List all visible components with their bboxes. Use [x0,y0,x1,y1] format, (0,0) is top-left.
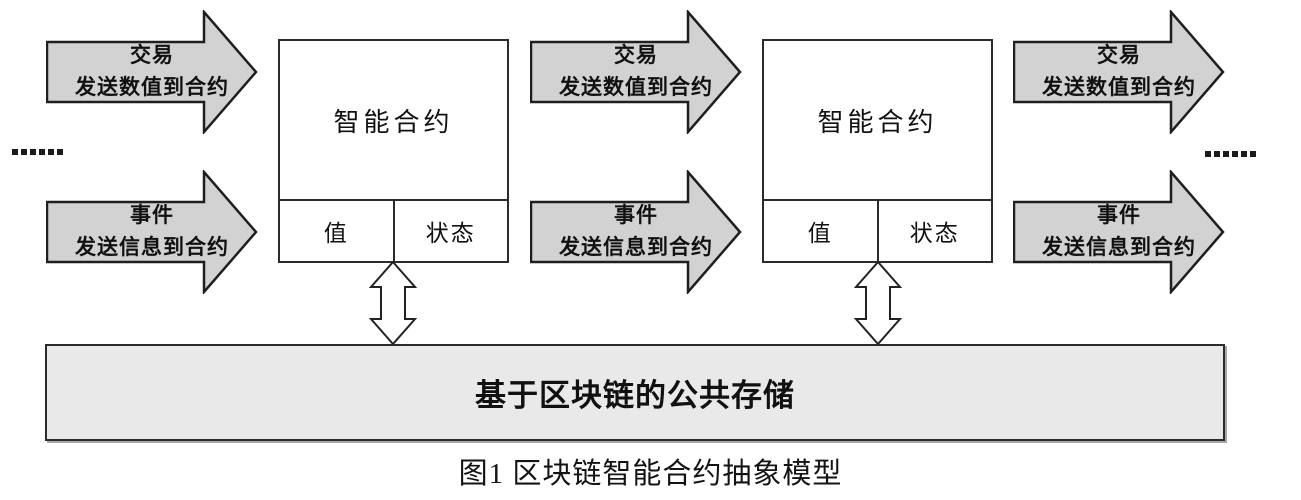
ellipsis-right [1205,151,1256,157]
transaction-arrow-3: 交易 发送数值到合约 [1013,10,1225,134]
arrow-line2: 发送数值到合约 [75,76,229,99]
right-arrow-icon [1013,10,1225,134]
ellipsis-left [12,149,63,155]
storage-connector-1 [368,260,418,346]
dot [30,149,36,155]
smart-contract-title: 智能合约 [817,106,938,137]
transaction-arrow-label: 交易 发送数值到合约 [1013,10,1225,134]
smart-contract-box-1: 智能合约 值 状态 [278,39,509,263]
arrow-line2: 发送信息到合约 [559,236,713,259]
arrow-line2: 发送数值到合约 [1042,76,1196,99]
smart-contract-cells: 值 状态 [280,199,507,261]
event-arrow-label: 事件 发送信息到合约 [530,170,742,294]
event-arrow-3: 事件 发送信息到合约 [1013,170,1225,294]
dot [1205,151,1211,157]
event-arrow-label: 事件 发送信息到合约 [46,170,258,294]
smart-contract-title: 智能合约 [333,106,454,137]
arrow-line1: 交易 [1097,44,1141,67]
value-cell: 值 [764,201,879,261]
arrow-line2: 发送信息到合约 [1042,236,1196,259]
transaction-arrow-label: 交易 发送数值到合约 [46,10,258,134]
event-arrow-2: 事件 发送信息到合约 [530,170,742,294]
right-arrow-icon [46,10,258,134]
right-arrow-icon [46,170,258,294]
dot [1241,151,1247,157]
transaction-arrow-2: 交易 发送数值到合约 [530,10,742,134]
double-arrow-vertical-icon [368,260,418,346]
right-arrow-icon [530,10,742,134]
event-arrow-1: 事件 发送信息到合约 [46,170,258,294]
smart-contract-box-2: 智能合约 值 状态 [762,39,993,263]
smart-contract-cells: 值 状态 [764,199,991,261]
blockchain-storage-bar: 基于区块链的公共存储 [45,344,1225,441]
storage-connector-2 [853,260,903,346]
dot [1214,151,1220,157]
transaction-arrow-label: 交易 发送数值到合约 [530,10,742,134]
double-arrow-vertical-icon [853,260,903,346]
event-arrow-label: 事件 发送信息到合约 [1013,170,1225,294]
value-cell: 值 [280,201,395,261]
arrow-line1: 交易 [130,44,174,67]
right-arrow-icon [530,170,742,294]
arrow-line2: 发送信息到合约 [75,236,229,259]
storage-bar-label: 基于区块链的公共存储 [475,378,795,413]
state-cell: 状态 [909,220,960,246]
arrow-line1: 事件 [130,204,174,227]
dot [57,149,63,155]
arrow-line1: 交易 [614,44,658,67]
right-arrow-icon [1013,170,1225,294]
transaction-arrow-1: 交易 发送数值到合约 [46,10,258,134]
figure-caption: 图1 区块链智能合约抽象模型 [458,458,843,490]
dot [1232,151,1238,157]
arrow-line2: 发送数值到合约 [559,76,713,99]
dot [21,149,27,155]
dot [1223,151,1229,157]
arrow-line1: 事件 [614,204,658,227]
dot [48,149,54,155]
dot [12,149,18,155]
state-cell: 状态 [425,220,476,246]
dot [1250,151,1256,157]
dot [39,149,45,155]
arrow-line1: 事件 [1097,204,1141,227]
